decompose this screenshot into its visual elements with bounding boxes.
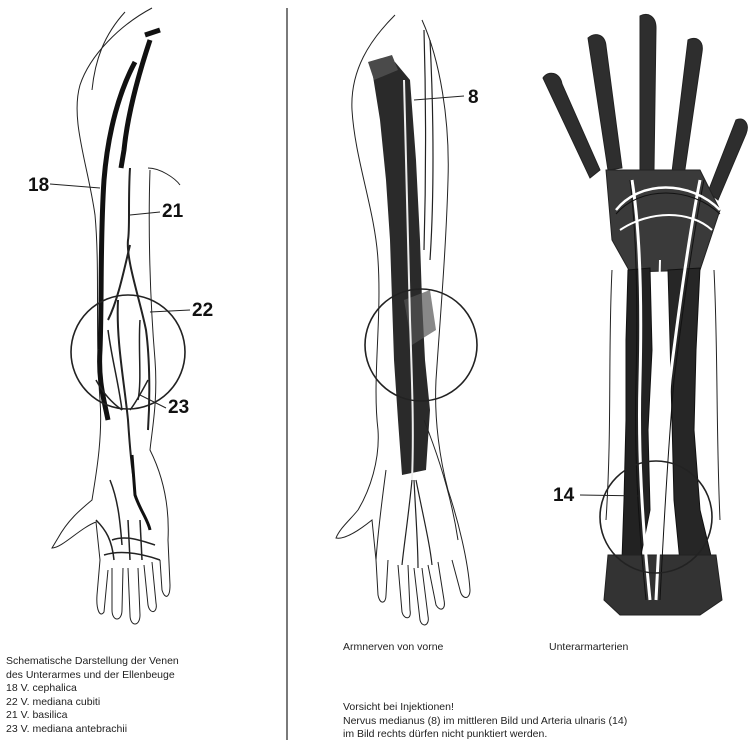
elbow-bones xyxy=(604,555,722,615)
right-panel-title: Unterarmarterien xyxy=(549,641,628,655)
left-caption: Schematische Darstellung der Venen des U… xyxy=(6,655,179,736)
label-22: 22 xyxy=(192,300,213,322)
left-caption-line: 18 V. cephalica xyxy=(6,682,179,696)
vena-mediana-cubiti xyxy=(108,245,130,320)
left-caption-line: des Unterarmes und der Ellenbeuge xyxy=(6,669,179,683)
label-21: 21 xyxy=(162,201,183,223)
elbow-circle-left xyxy=(71,295,185,409)
label-14: 14 xyxy=(553,485,574,507)
ulna-bone xyxy=(668,268,712,562)
label-23: 23 xyxy=(168,397,189,419)
label-18: 18 xyxy=(28,175,49,197)
left-caption-line: 21 V. basilica xyxy=(6,709,179,723)
middle-arm-nerves-drawing xyxy=(336,15,477,625)
vena-mediana-antebrachii xyxy=(118,300,134,480)
warning-line: Vorsicht bei Injektionen! xyxy=(343,701,627,715)
left-caption-line: Schematische Darstellung der Venen xyxy=(6,655,179,669)
middle-panel-title: Armnerven von vorne xyxy=(343,641,443,655)
left-caption-line: 23 V. mediana antebrachii xyxy=(6,723,179,737)
left-arm-veins-drawing xyxy=(50,8,190,624)
left-caption-line: 22 V. mediana cubiti xyxy=(6,696,179,710)
vena-basilica xyxy=(121,40,150,168)
warning-caption: Vorsicht bei Injektionen! Nervus medianu… xyxy=(343,701,627,742)
right-arm-arteries-drawing xyxy=(543,15,747,616)
forearm-bone-shading xyxy=(372,62,430,475)
label-8: 8 xyxy=(468,87,479,109)
warning-line: im Bild rechts dürfen nicht punktiert we… xyxy=(343,728,627,742)
warning-line: Nervus medianus (8) im mittleren Bild un… xyxy=(343,715,627,729)
